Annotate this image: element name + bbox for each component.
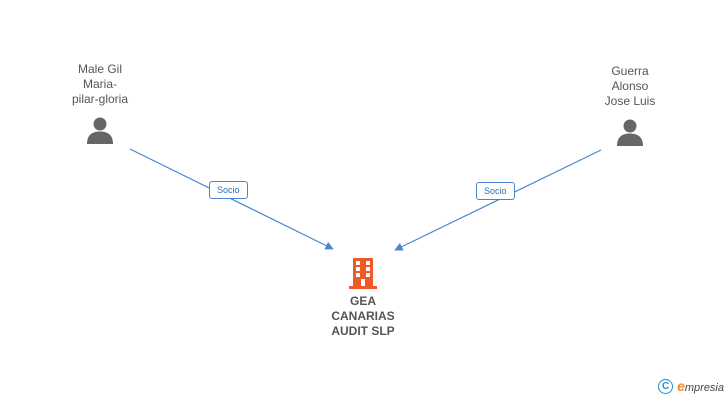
person-name: Guerra Alonso Jose Luis xyxy=(570,64,690,109)
relation-label-left[interactable]: Socio xyxy=(209,181,248,199)
brand-logo-letter: e xyxy=(677,378,685,394)
person-name: Male Gil Maria- pilar-gloria xyxy=(40,62,160,107)
person-node-left[interactable]: Male Gil Maria- pilar-gloria xyxy=(40,62,160,145)
copyright-icon: C xyxy=(658,378,674,394)
brand-logo-text: mpresia xyxy=(684,382,724,394)
edge-right-to-company xyxy=(394,149,602,251)
person-name-line: Maria- xyxy=(82,77,117,91)
relation-label-right[interactable]: Socio xyxy=(476,182,515,200)
person-name-line: Male Gil xyxy=(77,62,122,76)
company-name-line: GEA xyxy=(349,294,376,308)
company-name-line: CANARIAS xyxy=(331,309,395,323)
footer-branding: C empresia xyxy=(658,378,724,394)
edge-left-to-company xyxy=(129,148,334,250)
person-name-line: Guerra xyxy=(611,64,649,78)
brand-logo: empresia xyxy=(677,378,724,394)
company-name-line: AUDIT SLP xyxy=(331,324,395,338)
person-name-line: Alonso xyxy=(611,79,649,93)
person-icon xyxy=(617,119,643,146)
person-name-line: pilar-gloria xyxy=(71,92,129,106)
building-icon xyxy=(349,258,377,289)
person-name-line: Jose Luis xyxy=(604,94,656,108)
person-node-right[interactable]: Guerra Alonso Jose Luis xyxy=(570,64,690,147)
company-node[interactable]: GEA CANARIAS AUDIT SLP xyxy=(313,256,413,339)
person-icon xyxy=(87,117,113,144)
company-name: GEA CANARIAS AUDIT SLP xyxy=(313,294,413,339)
